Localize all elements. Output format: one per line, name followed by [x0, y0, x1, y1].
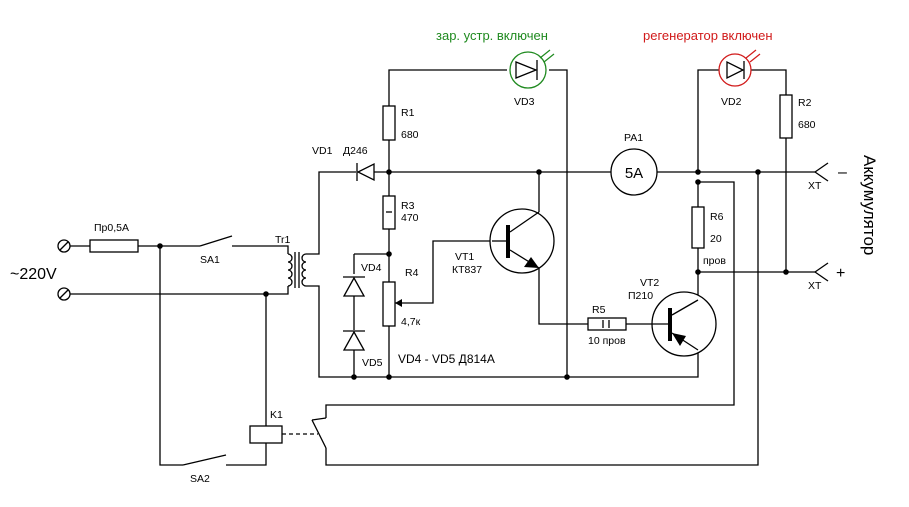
charger-on-caption: зар. устр. включен — [436, 28, 548, 43]
transformer-tr1 — [287, 252, 307, 288]
battery-caption: Аккумулятор — [860, 155, 879, 255]
diode-vd1 — [356, 162, 375, 182]
junctions — [157, 169, 789, 380]
fuse-symbol — [89, 239, 139, 253]
vd4-label: VD4 — [361, 262, 382, 274]
wire-top-left — [388, 69, 507, 106]
r6-label: R6 — [710, 211, 724, 223]
r4-label: R4 — [405, 267, 419, 279]
r2-label: R2 — [798, 97, 812, 109]
terminal-xt-minus — [814, 162, 829, 182]
k1-label: K1 — [270, 409, 283, 421]
fuse-label: Пр0,5А — [94, 222, 129, 234]
junction-dot — [695, 169, 701, 175]
wires — [70, 69, 815, 466]
wire-wiper-base — [394, 240, 492, 304]
r3-label: R3 — [401, 200, 415, 212]
vd1-type: Д246 — [343, 145, 368, 157]
resistor-r6 — [691, 206, 705, 249]
mains-terminal-top — [57, 239, 71, 253]
transistor-vt2 — [649, 291, 717, 357]
wire-sa2-right — [226, 443, 267, 466]
wire-k1-contact-a — [325, 181, 735, 418]
junction-dot — [351, 374, 357, 380]
vd3-label: VD3 — [514, 96, 535, 108]
vt2-label: VT2 — [640, 277, 659, 289]
r4-wiper-arrow — [395, 299, 402, 307]
terminal-xt-plus — [814, 262, 829, 282]
junction-dot — [536, 169, 542, 175]
vd1-label: VD1 — [312, 145, 333, 157]
r6-note: пров — [703, 255, 726, 267]
r5-value: 10 пров — [588, 335, 626, 347]
resistor-r2 — [779, 94, 793, 139]
vd5-label: VD5 — [362, 357, 383, 369]
sa2-label: SA2 — [190, 473, 210, 485]
wire-k1-contact-b — [325, 172, 759, 466]
wire-vt1-emitter — [538, 268, 588, 325]
vt1-label: VT1 — [455, 251, 474, 263]
xt-plus-label: XT — [808, 280, 822, 292]
resistor-r5 — [587, 317, 627, 331]
junction-dot — [783, 269, 789, 275]
zener-vd5 — [342, 330, 366, 351]
pa1-label: PA1 — [624, 132, 643, 144]
wire-secondary-top — [306, 171, 356, 255]
wire-vd2-right — [750, 69, 787, 95]
relay-k1-coil — [249, 425, 283, 444]
led-vd2 — [718, 49, 761, 87]
junction-dot — [386, 374, 392, 380]
resistor-r1 — [382, 105, 396, 141]
mains-voltage-label: ~220V — [10, 266, 57, 283]
r6-value: 20 — [710, 233, 722, 245]
regenerator-on-caption: регенератор включен — [643, 28, 773, 43]
wire-sa2-left — [159, 246, 183, 466]
junction-dot — [263, 291, 269, 297]
r5-label: R5 — [592, 304, 606, 316]
wire-secondary-bottom — [306, 285, 699, 378]
vt1-type: КТ837 — [452, 264, 482, 276]
xt-plus-sign: + — [836, 265, 845, 282]
sa1-label: SA1 — [200, 254, 220, 266]
switch-sa2 — [182, 454, 227, 466]
pa1-value: 5А — [625, 165, 643, 182]
ammeter-pa1 — [610, 148, 658, 196]
wire-vd2-left — [697, 69, 720, 172]
tr1-label: Tr1 — [275, 234, 291, 246]
junction-dot — [564, 374, 570, 380]
switch-sa1 — [199, 235, 233, 247]
mains-terminal-bottom — [57, 287, 71, 301]
r1-value: 680 — [401, 129, 419, 141]
xt-minus-label: XT — [808, 180, 822, 192]
led-vd3 — [509, 49, 555, 89]
r4-value: 4,7к — [401, 316, 421, 328]
r2-value: 680 — [798, 119, 816, 131]
r3-value: 470 — [401, 212, 419, 224]
junction-dot — [157, 243, 163, 249]
wire-mains-bottom — [70, 286, 289, 295]
junction-dot — [386, 251, 392, 257]
junction-dot — [386, 169, 392, 175]
zener-pair-note: VD4 - VD5 Д814А — [398, 352, 495, 366]
vt2-type: П210 — [628, 290, 653, 302]
transistor-vt1 — [489, 208, 555, 274]
junction-dot — [695, 269, 701, 275]
r1-label: R1 — [401, 107, 415, 119]
zener-vd4 — [342, 276, 366, 297]
wire-top-right — [549, 69, 568, 377]
xt-minus-sign: – — [838, 164, 847, 181]
relay-k1-contact — [311, 417, 327, 449]
junction-dot — [695, 179, 701, 185]
potentiometer-r4 — [382, 281, 396, 327]
junction-dot — [755, 169, 761, 175]
wire-sa1-to-tr — [232, 245, 289, 254]
vd2-label: VD2 — [721, 96, 742, 108]
